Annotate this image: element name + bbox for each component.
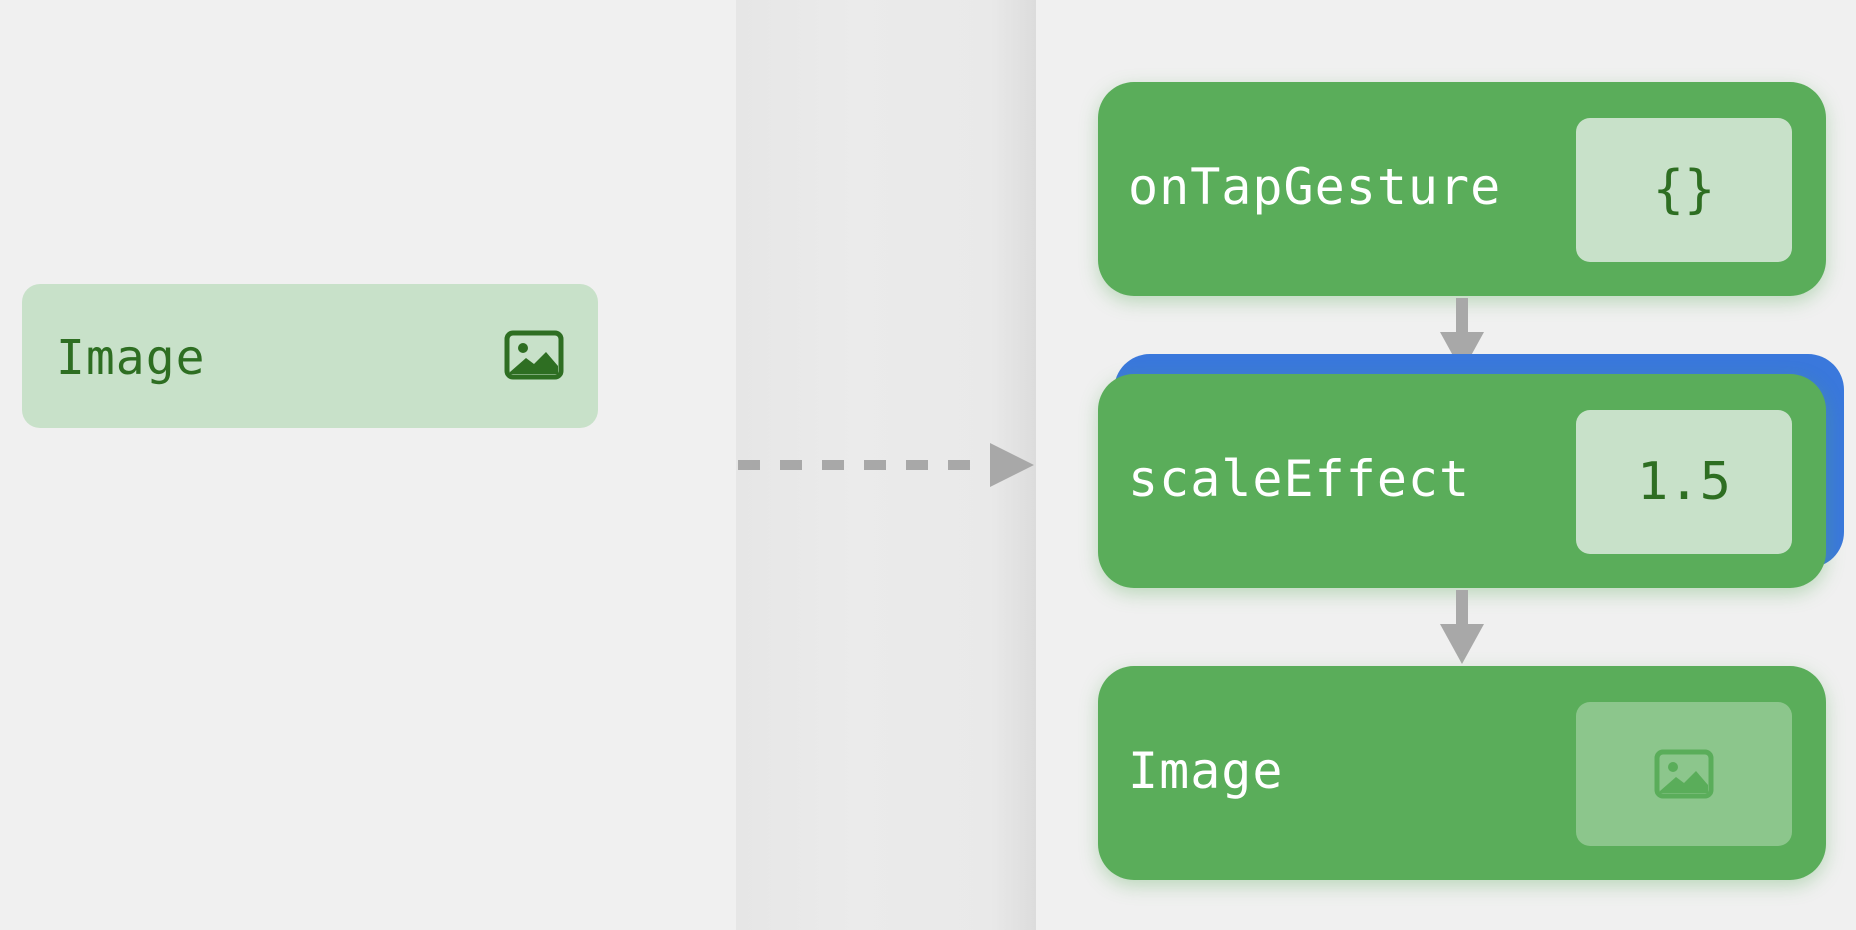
source-image-label: Image xyxy=(56,330,206,386)
modifier-node-image[interactable]: Image xyxy=(1098,666,1826,880)
modifier-node-scale-effect[interactable]: scaleEffect 1.5 xyxy=(1098,374,1826,588)
modifier-label: scaleEffect xyxy=(1128,450,1471,508)
modifier-value-closure[interactable]: {} xyxy=(1576,118,1792,262)
modifier-value-scale[interactable]: 1.5 xyxy=(1576,410,1792,554)
modifier-label: onTapGesture xyxy=(1128,158,1502,216)
down-arrow xyxy=(1440,590,1484,664)
source-image-node: Image xyxy=(22,284,598,428)
modifier-value-image[interactable] xyxy=(1576,702,1792,846)
photo-icon xyxy=(504,330,564,380)
down-arrow xyxy=(1440,298,1484,372)
modifier-label: Image xyxy=(1128,742,1284,800)
dashed-arrow-connector xyxy=(738,443,1034,487)
modifier-node-on-tap-gesture[interactable]: onTapGesture {} xyxy=(1098,82,1826,296)
photo-icon xyxy=(1654,749,1714,799)
